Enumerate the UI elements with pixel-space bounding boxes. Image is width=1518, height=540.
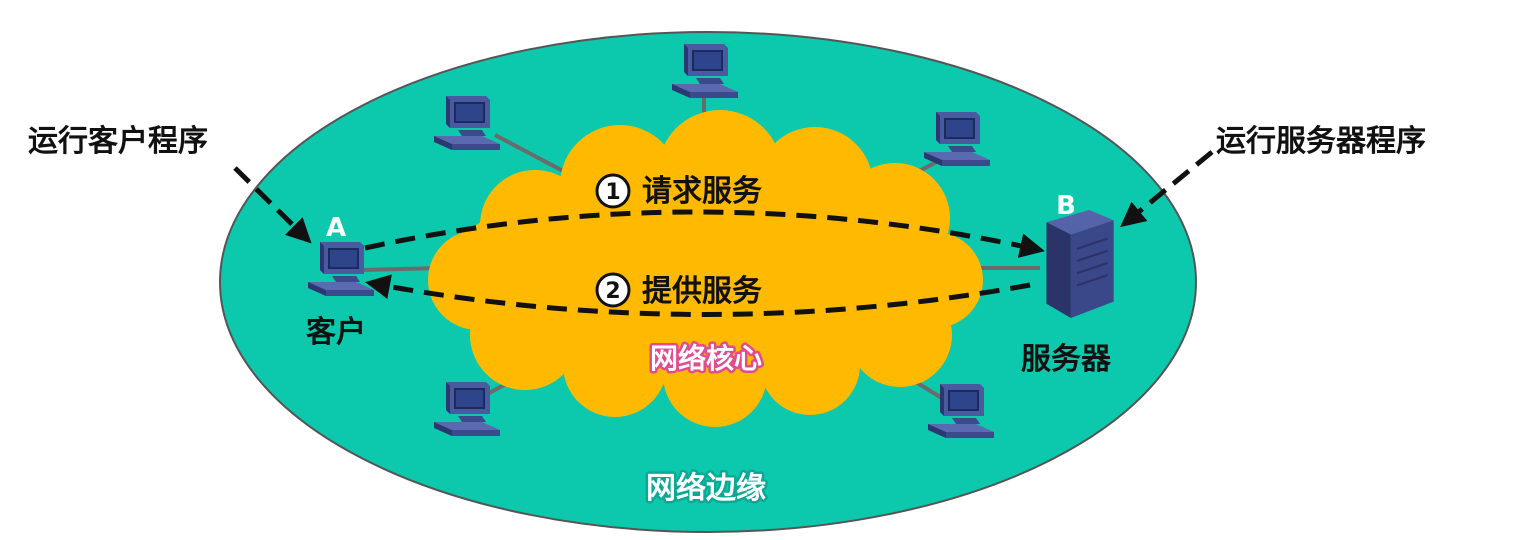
step-2-badge: [595, 272, 631, 308]
client-program-caption: 运行客户程序: [28, 124, 208, 159]
client-program-pointer: [233, 166, 312, 244]
step-2-number: 2: [605, 279, 620, 304]
host-a-letter: A: [326, 213, 346, 243]
step-1-label: 请求服务: [642, 174, 762, 209]
step-1-badge: [595, 173, 631, 209]
server-program-caption: 运行服务器程序: [1216, 124, 1426, 159]
network-edge-label: 网络边缘: [646, 471, 766, 506]
network-core-cloud: [428, 110, 983, 427]
server-caption: 服务器: [1021, 342, 1112, 377]
server-program-pointer: [1120, 150, 1214, 228]
response-arrow: [365, 274, 1031, 317]
host-b-letter: B: [1056, 191, 1076, 221]
request-arrow: [364, 209, 1045, 258]
client-caption: 客户: [306, 315, 366, 350]
step-2-label: 提供服务: [642, 274, 762, 309]
server-tower-icon: [1045, 209, 1115, 319]
network-core-label: 网络核心: [650, 342, 762, 375]
step-1-number: 1: [605, 180, 620, 205]
